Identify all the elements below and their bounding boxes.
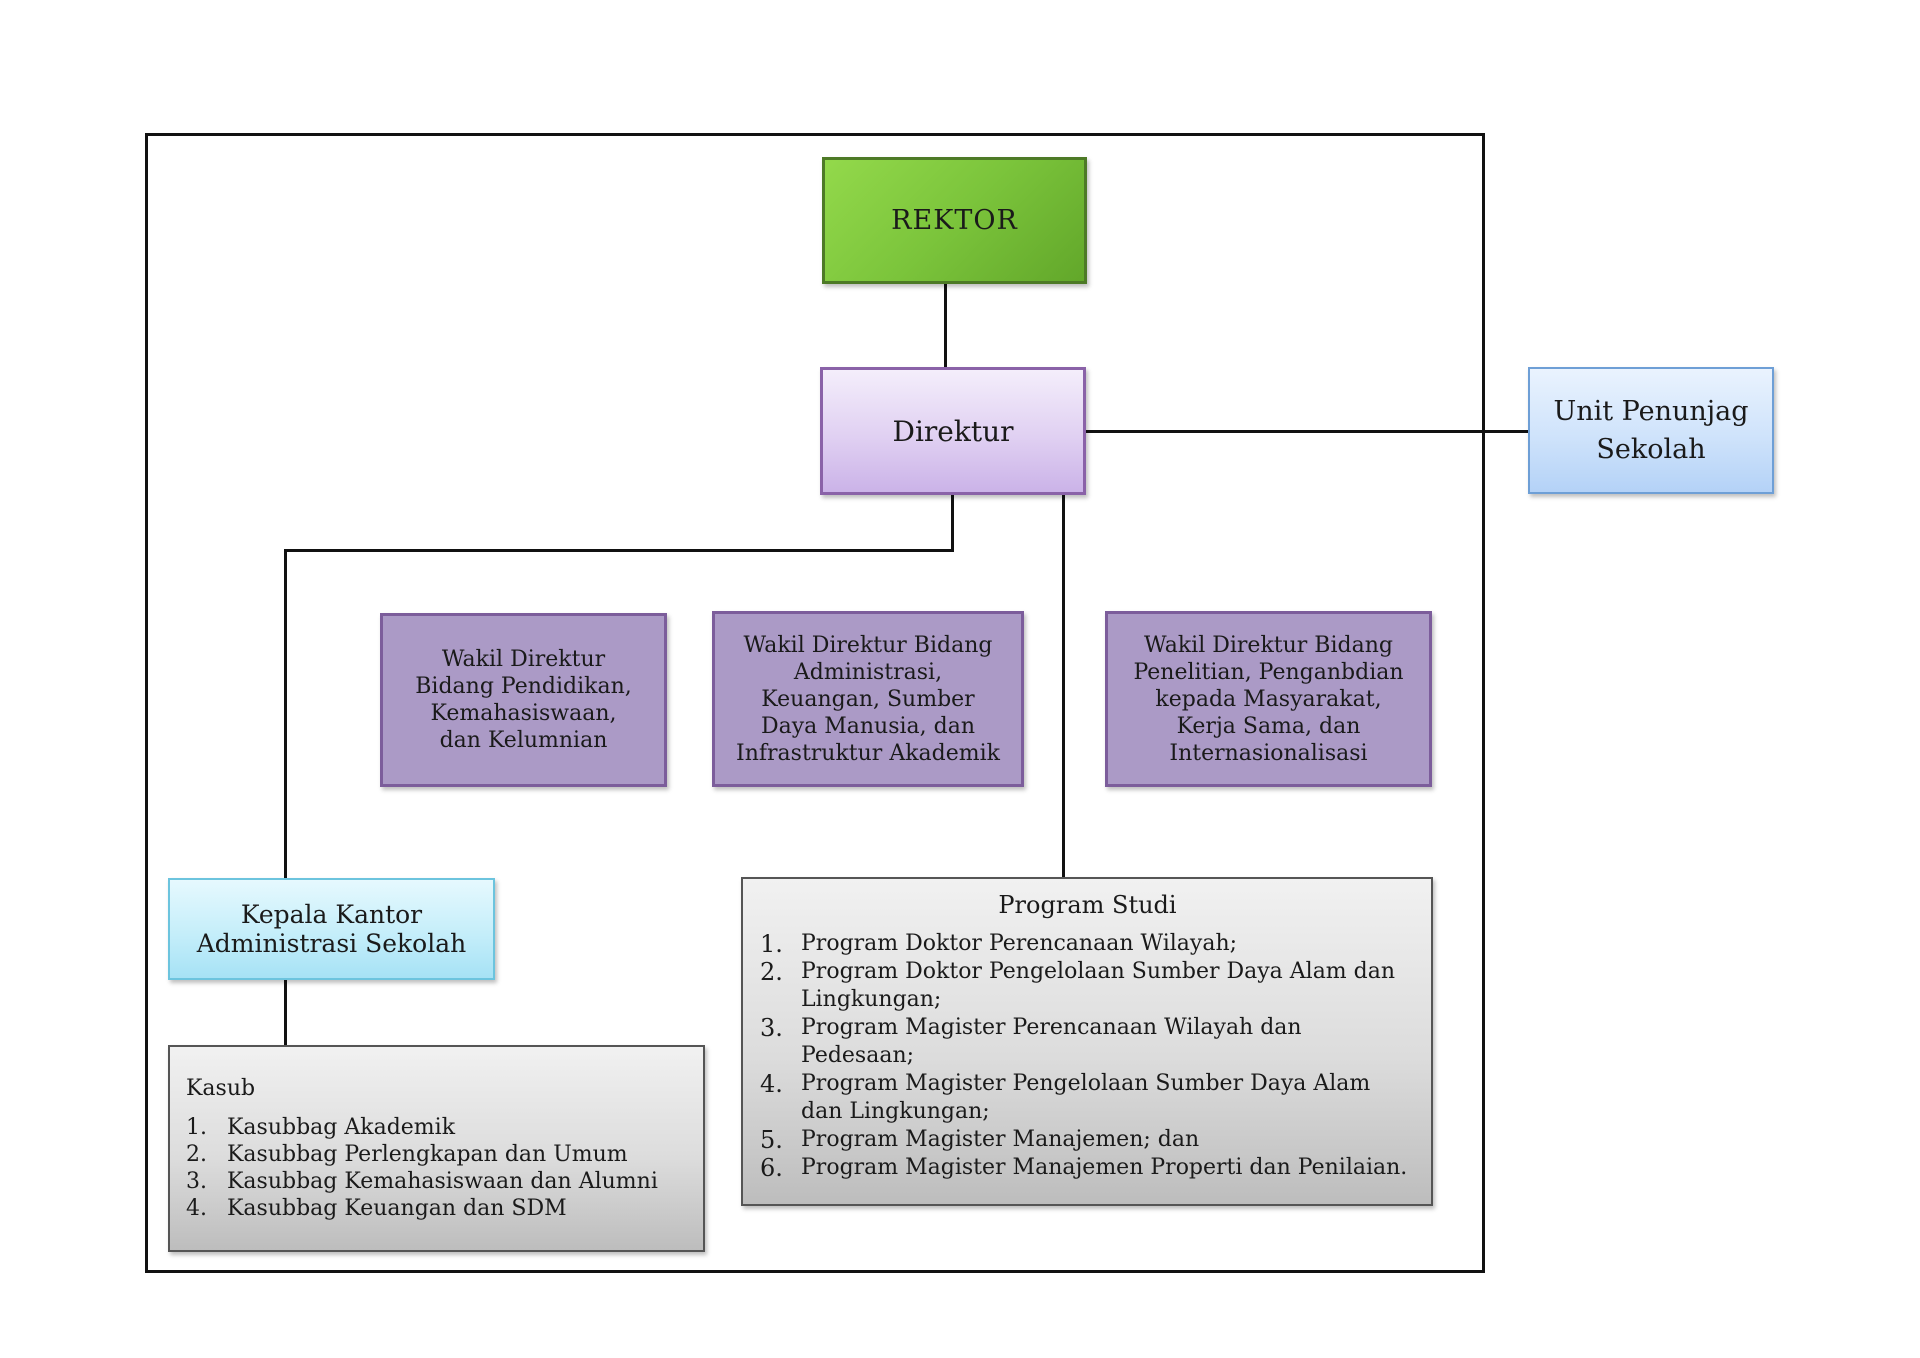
- list-item: 4. Kasubbag Keuangan dan SDM: [186, 1195, 703, 1222]
- program-studi-box: Program Studi 1. Program Doktor Perencan…: [741, 877, 1433, 1206]
- list-item-text-line: Program Magister Perencanaan Wilayah dan: [801, 1015, 1302, 1040]
- connector-direktur-unit: [1086, 430, 1528, 433]
- connector-horizontal-left: [284, 549, 954, 552]
- kasub-title: Kasub: [186, 1076, 256, 1101]
- list-item-text: Program Doktor Perencanaan Wilayah;: [801, 931, 1238, 956]
- list-item-number: 3.: [760, 1014, 783, 1042]
- wakil-3-line-3: kepada Masyarakat,: [1155, 686, 1382, 712]
- list-item-text-line: Lingkungan;: [801, 987, 942, 1012]
- list-item: 2. Program Doktor Pengelolaan Sumber Day…: [760, 958, 1415, 1014]
- wakil-2-line-5: Infrastruktur Akademik: [736, 740, 1000, 766]
- list-item-text-line: dan Lingkungan;: [801, 1099, 990, 1124]
- list-item: 3. Kasubbag Kemahasiswaan dan Alumni: [186, 1168, 703, 1195]
- organization-frame: [145, 133, 1485, 1273]
- kasub-box: Kasub 1. Kasubbag Akademik 2. Kasubbag P…: [168, 1045, 705, 1252]
- wakil-direktur-administrasi-box: Wakil Direktur Bidang Administrasi, Keua…: [712, 611, 1024, 787]
- wakil-3-line-4: Kerja Sama, dan: [1176, 713, 1361, 739]
- wakil-2-line-4: Daya Manusia, dan: [760, 713, 976, 739]
- unit-penunjang-box: Unit Penunjag Sekolah: [1528, 367, 1774, 494]
- list-item: 4. Program Magister Pengelolaan Sumber D…: [760, 1070, 1415, 1126]
- list-item-text-line: Program Magister Pengelolaan Sumber Daya…: [801, 1071, 1371, 1096]
- list-item-number: 3.: [186, 1169, 207, 1194]
- wakil-2-line-1: Wakil Direktur Bidang: [743, 632, 993, 658]
- direktur-label: Direktur: [892, 414, 1014, 448]
- list-item-text: Program Magister Manajemen; dan: [801, 1127, 1200, 1152]
- list-item-number: 2.: [186, 1142, 207, 1167]
- kasub-list: 1. Kasubbag Akademik 2. Kasubbag Perleng…: [186, 1114, 703, 1222]
- list-item-text: Kasubbag Perlengkapan dan Umum: [227, 1142, 628, 1167]
- connector-direktur-down-left: [951, 495, 954, 551]
- list-item-text: Program Doktor Pengelolaan Sumber Daya A…: [801, 958, 1415, 1014]
- program-studi-title: Program Studi: [998, 891, 1177, 919]
- wakil-3-line-2: Penelitian, Penganbdian: [1133, 659, 1404, 685]
- unit-penunjang-line-2: Sekolah: [1596, 433, 1706, 465]
- wakil-1-line-1: Wakil Direktur: [441, 647, 606, 672]
- wakil-2-line-2: Administrasi,: [793, 659, 943, 685]
- list-item: 1. Kasubbag Akademik: [186, 1114, 703, 1141]
- wakil-direktur-penelitian-box: Wakil Direktur Bidang Penelitian, Pengan…: [1105, 611, 1432, 787]
- connector-rektor-direktur: [944, 284, 947, 367]
- connector-direktur-prodi: [1062, 495, 1065, 877]
- list-item-number: 5.: [760, 1126, 783, 1154]
- rektor-box: REKTOR: [822, 157, 1087, 284]
- direktur-box: Direktur: [820, 367, 1086, 495]
- kepala-kantor-box: Kepala Kantor Administrasi Sekolah: [168, 878, 495, 980]
- list-item-number: 4.: [760, 1070, 783, 1098]
- list-item: 3. Program Magister Perencanaan Wilayah …: [760, 1014, 1415, 1070]
- wakil-2-line-3: Keuangan, Sumber: [761, 686, 975, 712]
- list-item: 2. Kasubbag Perlengkapan dan Umum: [186, 1141, 703, 1168]
- list-item: 1. Program Doktor Perencanaan Wilayah;: [760, 930, 1415, 958]
- list-item-text: Kasubbag Keuangan dan SDM: [227, 1196, 567, 1221]
- list-item-text: Kasubbag Akademik: [227, 1115, 456, 1140]
- list-item: 5. Program Magister Manajemen; dan: [760, 1126, 1415, 1154]
- wakil-1-line-3: Kemahasiswaan,: [430, 701, 617, 726]
- list-item-text: Program Magister Manajemen Properti dan …: [801, 1155, 1408, 1180]
- wakil-1-line-4: dan Kelumnian: [439, 728, 608, 753]
- list-item: 6. Program Magister Manajemen Properti d…: [760, 1154, 1415, 1182]
- list-item-number: 4.: [186, 1196, 207, 1221]
- list-item-text: Program Magister Pengelolaan Sumber Daya…: [801, 1070, 1415, 1126]
- list-item-number: 6.: [760, 1154, 783, 1182]
- wakil-direktur-pendidikan-box: Wakil Direktur Bidang Pendidikan, Kemaha…: [380, 613, 667, 787]
- connector-kepala-kasub: [284, 980, 287, 1045]
- rektor-label: REKTOR: [891, 205, 1018, 236]
- kepala-kantor-line-1: Kepala Kantor: [240, 900, 423, 929]
- list-item-text: Program Magister Perencanaan Wilayah dan…: [801, 1014, 1415, 1070]
- wakil-3-line-1: Wakil Direktur Bidang: [1144, 632, 1393, 658]
- wakil-1-line-2: Bidang Pendidikan,: [415, 674, 632, 699]
- list-item-number: 2.: [760, 958, 783, 986]
- list-item-text: Kasubbag Kemahasiswaan dan Alumni: [227, 1169, 658, 1194]
- list-item-text-line: Program Doktor Pengelolaan Sumber Daya A…: [801, 959, 1396, 984]
- list-item-number: 1.: [186, 1115, 207, 1140]
- program-studi-list: 1. Program Doktor Perencanaan Wilayah; 2…: [760, 930, 1415, 1182]
- kepala-kantor-line-2: Administrasi Sekolah: [196, 929, 467, 958]
- wakil-3-line-5: Internasionalisasi: [1169, 740, 1368, 766]
- list-item-text-line: Pedesaan;: [801, 1043, 915, 1068]
- unit-penunjang-line-1: Unit Penunjag: [1553, 395, 1749, 427]
- list-item-number: 1.: [760, 930, 783, 958]
- connector-left-vertical: [284, 549, 287, 878]
